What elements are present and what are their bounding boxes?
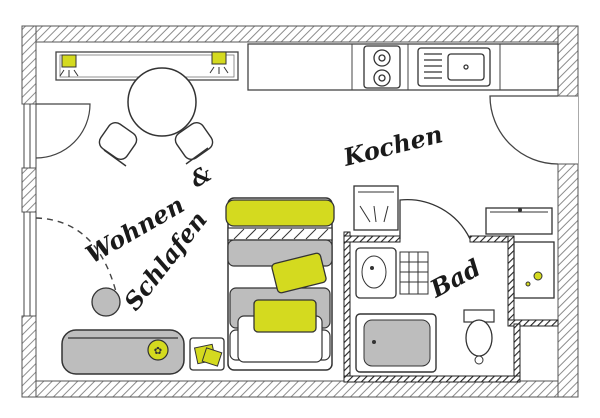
washbasin-icon (355, 247, 397, 299)
window-left-upper (23, 104, 37, 168)
lamp-icon (209, 51, 229, 74)
bathroom-walls (343, 231, 559, 383)
door-swing-left-upper (35, 103, 91, 159)
room-label-bad: Bad (424, 253, 485, 304)
cabinet-icon (353, 185, 399, 231)
dining-table (127, 67, 197, 137)
shelf-grid-icon (399, 251, 429, 295)
lamp-icon (59, 54, 79, 77)
door-swing-bathroom (399, 198, 471, 240)
outer-walls (21, 25, 579, 398)
bed (225, 197, 335, 371)
chair (98, 121, 138, 167)
svg-text:✿: ✿ (154, 346, 162, 357)
sink-icon (417, 47, 491, 87)
kitchen-counter (247, 43, 559, 91)
room-label-ampersand: & (186, 161, 216, 194)
room-label-kochen: Kochen (339, 119, 445, 172)
window-left-lower (23, 212, 37, 316)
washing-machine-icon (513, 241, 555, 299)
stove-icon (363, 45, 401, 89)
sofa: ✿ (61, 329, 185, 375)
door-swing-left-lower (35, 217, 119, 301)
side-table (189, 337, 225, 371)
cabinet-icon (485, 207, 553, 235)
ball-chair (91, 287, 121, 317)
chair (174, 121, 214, 165)
entrance-door-swing (489, 95, 559, 165)
bathtub-icon (355, 313, 437, 373)
toilet-icon (463, 309, 495, 365)
